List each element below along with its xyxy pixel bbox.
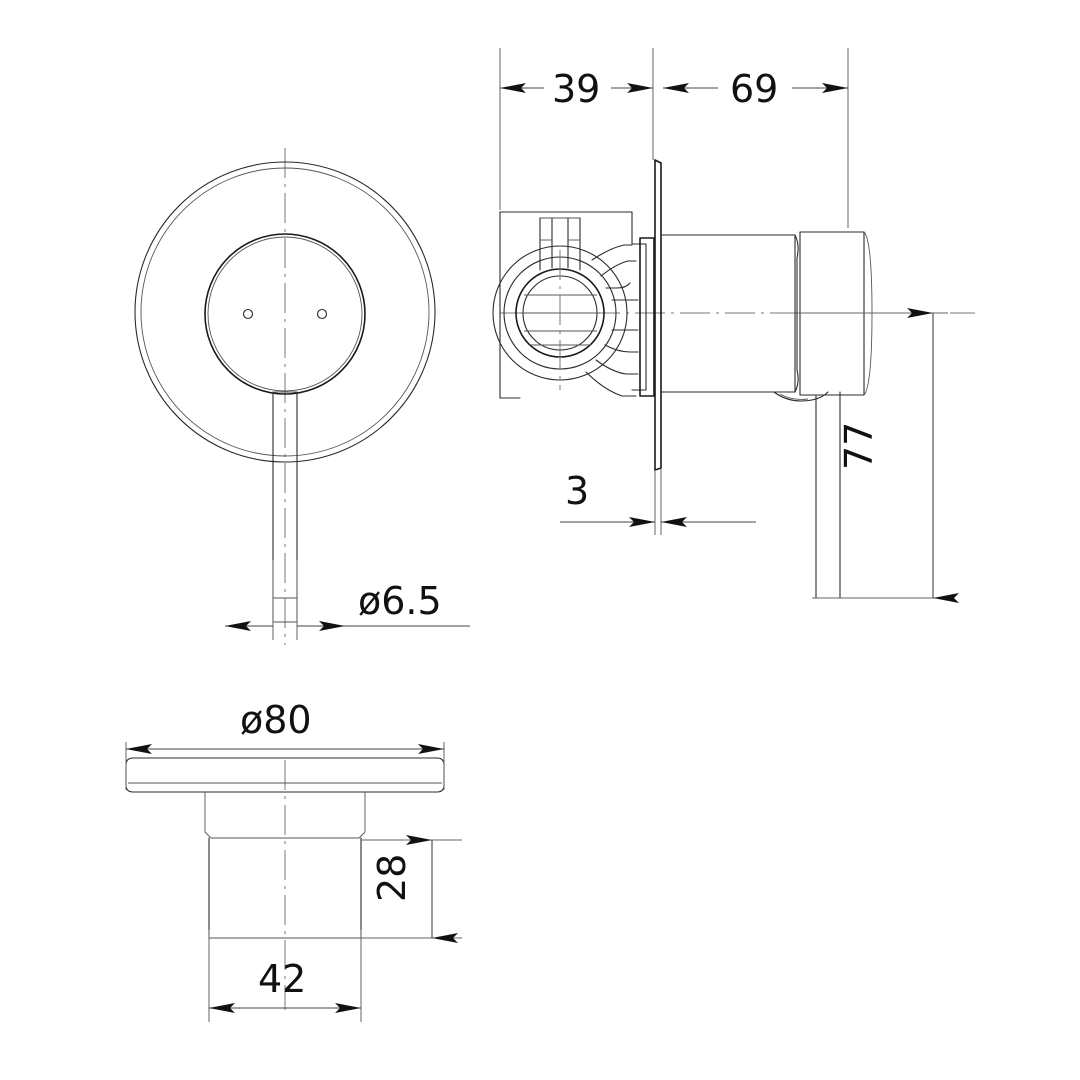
dim-label-77: 77 — [837, 422, 881, 470]
front-pin-hole-right — [316, 308, 328, 320]
front-pin-hole-left — [242, 308, 254, 320]
dim-label-69: 69 — [730, 67, 778, 111]
side-handle-cap — [773, 231, 873, 402]
bottom-neck — [204, 792, 366, 839]
bottom-section-view: ø80 28 42 — [125, 698, 462, 1022]
dim-label-diameter-80: ø80 — [240, 698, 312, 742]
side-body-cylinder — [660, 234, 799, 393]
dimension-3: 3 — [560, 468, 756, 535]
bottom-body-cylinder — [208, 837, 362, 939]
front-outer-plate-face — [140, 167, 430, 457]
dimension-80: ø80 — [125, 698, 445, 790]
dimension-39: 39 — [499, 48, 654, 210]
dim-label-3: 3 — [565, 469, 589, 513]
dimension-77: 77 — [800, 308, 959, 603]
front-outer-plate-edge — [134, 161, 436, 463]
dimension-28: 28 — [361, 835, 462, 943]
side-wall-plate — [654, 159, 662, 471]
front-elevation-view: ø6.5 — [134, 148, 470, 645]
side-valve-cartridge — [492, 211, 655, 399]
dimension-69: 69 — [663, 48, 849, 228]
front-handle-rose-inner — [207, 236, 363, 392]
dim-label-39: 39 — [552, 67, 600, 111]
front-handle-rose-outer — [204, 233, 366, 395]
side-section-view: 39 69 3 77 — [492, 48, 975, 603]
dim-label-42: 42 — [258, 957, 306, 1001]
dimension-lever-stem-diameter: ø6.5 — [225, 560, 470, 640]
dimension-42: 42 — [208, 930, 362, 1022]
dim-label-28: 28 — [370, 854, 414, 902]
dim-label-diameter-6-5: ø6.5 — [358, 579, 442, 623]
cartridge-outer-ring — [492, 245, 628, 381]
